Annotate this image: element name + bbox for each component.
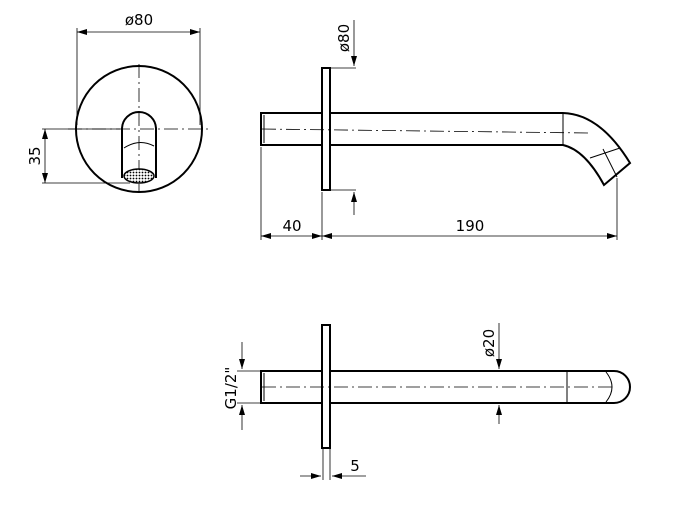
spout-outline — [121, 111, 157, 178]
dim-side-thread-length: 40 — [282, 217, 301, 235]
pipe-outline — [330, 370, 631, 404]
top-view: G1/2" ø20 5 — [222, 323, 631, 480]
bend-line — [602, 148, 618, 178]
dim-top-rosette-thickness: 5 — [350, 457, 360, 475]
spout-bend — [562, 112, 632, 187]
front-view: ø80 35 — [26, 11, 210, 193]
spout-bend-line — [123, 142, 155, 149]
dim-front-rosette-diameter: ø80 — [125, 11, 153, 29]
dim-top-thread: G1/2" — [222, 367, 240, 410]
dim-side-rosette-diameter: ø80 — [335, 24, 353, 52]
rosette-plate — [321, 67, 331, 191]
dim-front-spout-offset: 35 — [26, 146, 44, 165]
aerator-mesh-icon — [123, 168, 155, 184]
dim-side-spout-length: 190 — [456, 217, 485, 235]
side-view: ø80 40 190 — [260, 20, 632, 240]
center-line — [261, 128, 589, 134]
dim-top-pipe-diameter: ø20 — [480, 329, 498, 357]
rosette-plate — [321, 324, 331, 449]
